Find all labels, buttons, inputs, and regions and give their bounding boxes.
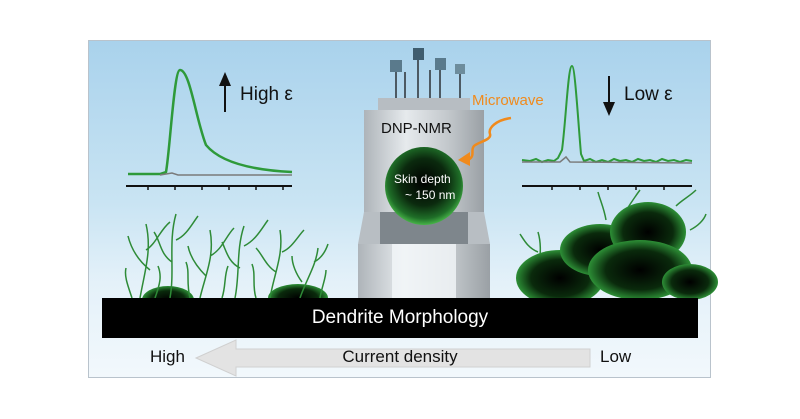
dendrite-morphology-label: Dendrite Morphology — [311, 307, 489, 328]
low-current-label: Low — [600, 347, 632, 366]
dnp-nmr-label: DNP-NMR — [381, 120, 452, 137]
up-arrow-icon — [219, 72, 231, 112]
high-epsilon-spectrum — [126, 68, 293, 190]
sample-sphere — [385, 147, 463, 225]
microwave-label: Microwave — [472, 92, 544, 109]
high-epsilon-signal-line — [128, 68, 293, 176]
dendrite-morphology-bar — [102, 298, 698, 338]
low-epsilon-signal-line — [521, 64, 693, 164]
current-density-label: Current density — [342, 347, 458, 366]
high-epsilon-label: High ε — [240, 84, 293, 105]
low-epsilon-spectrum — [521, 64, 693, 190]
left-arrow-icon — [194, 339, 591, 377]
dendrites-right — [516, 189, 718, 306]
high-current-label: High — [150, 347, 185, 366]
down-arrow-icon — [603, 76, 615, 116]
reference-signal-line-right — [522, 155, 693, 164]
spectrum-ticks-left — [147, 186, 284, 190]
low-epsilon-label: Low ε — [624, 84, 673, 105]
microwave-wave-icon — [458, 116, 512, 166]
skin-depth-value: ~ 150 nm — [405, 188, 456, 202]
spectrum-ticks-right — [551, 186, 665, 190]
reference-signal-line — [159, 172, 292, 176]
skin-depth-label: Skin depth — [394, 172, 451, 186]
